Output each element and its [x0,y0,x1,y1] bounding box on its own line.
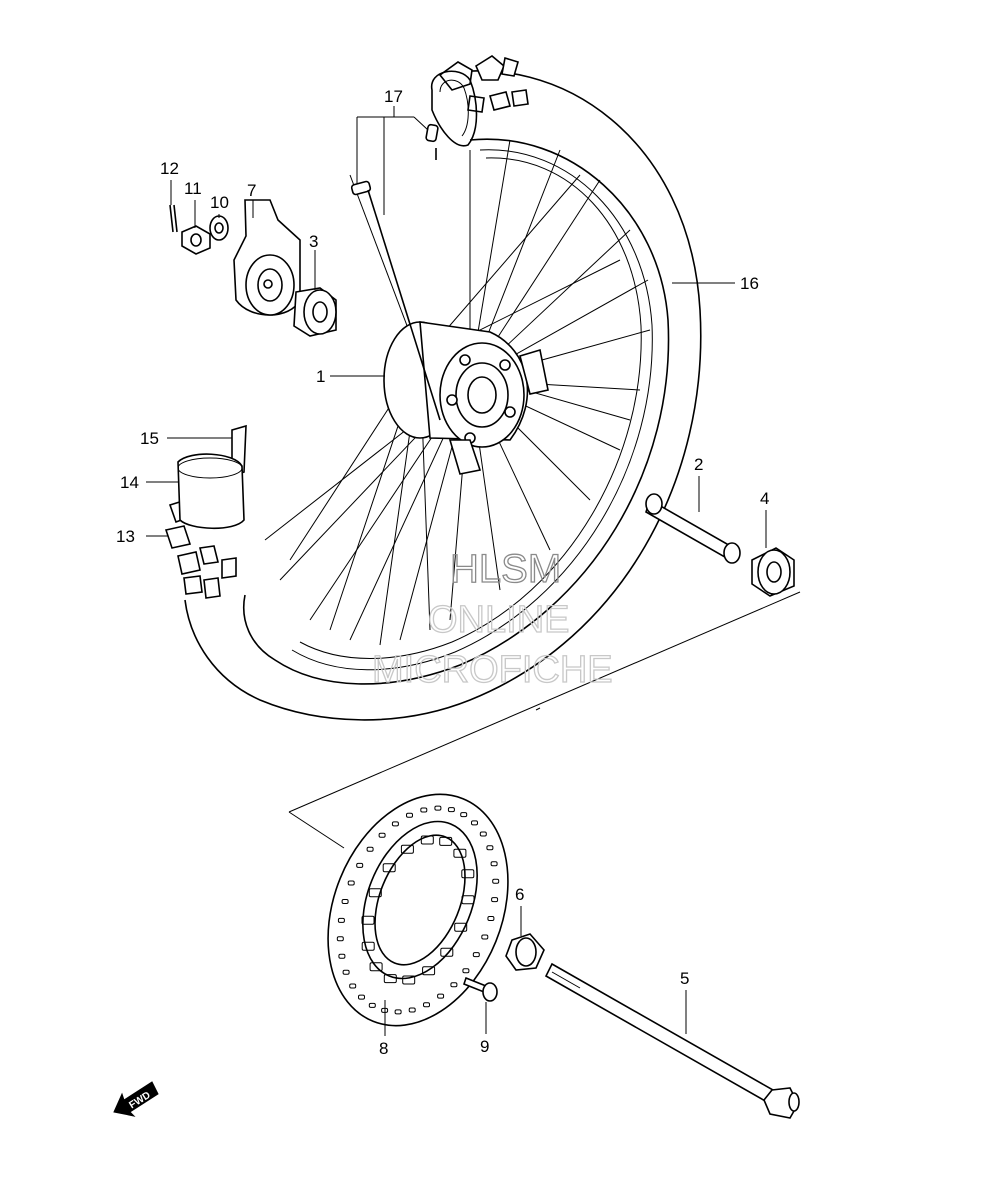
disc-hole [382,863,396,873]
disc-hole [439,836,453,846]
callout-15: 15 [140,429,159,448]
disc-hole [454,922,468,932]
callout-7: 7 [247,181,256,200]
callout-8: 8 [379,1039,388,1058]
disc-hole [490,861,498,867]
disc-hole [420,807,428,813]
callout-5: 5 [680,969,689,988]
spoke-nipples [350,123,441,421]
callout-10: 10 [210,193,229,212]
disc-hole [368,888,382,898]
disc-hole [479,831,487,837]
disc-hole [453,848,467,858]
disc-hole [460,812,468,818]
callout-3: 3 [309,232,318,251]
disc-hole [447,807,455,813]
fwd-arrow-icon: FWD [113,1081,159,1117]
disc-hole [349,983,357,989]
disc-hole [342,969,350,975]
rim-lock [177,424,247,530]
disc-hole [394,1009,402,1015]
washer-10 [209,215,229,241]
disc-hole [422,966,436,976]
leader-lines [146,106,767,1036]
disc-hole [378,832,386,838]
hub [383,321,549,475]
nut-11 [181,225,211,255]
disc-hole [486,845,494,851]
callout-12: 12 [160,159,179,178]
callout-13: 13 [116,527,135,546]
cotter-pin-12 [169,204,178,233]
disc-hole [423,1002,430,1008]
disc-hole [337,917,345,923]
callout-11: 11 [184,179,202,198]
disc-hole [440,947,454,957]
disc-hole [356,862,364,868]
watermark-line-2: ONLINE [428,599,569,641]
disc-hole [450,982,458,988]
disc-hole [491,897,499,903]
disc-hole [471,820,478,826]
disc-hole [358,994,365,1000]
bearing-4 [751,547,795,597]
disc-hole [434,805,442,811]
disc-hole [402,975,416,985]
watermark: HLSM ONLINE MICROFICHE [371,546,613,691]
callout-16: 16 [740,274,759,293]
brake-disc [327,793,509,1027]
assembly-plane [288,591,801,849]
disc-hole [341,899,349,904]
disc-hole [368,1002,376,1008]
bearing-3 [293,287,337,337]
axle [544,962,800,1119]
watermark-line-3: MICROFICHE [372,649,613,691]
disc-hole [487,916,495,921]
speedometer-gearbox [233,199,301,316]
disc-hole [366,846,374,852]
disc-bolt [463,976,498,1002]
callout-2: 2 [694,455,703,474]
disc-hole [400,844,414,854]
disc-hole [347,880,355,886]
disc-hole [391,821,399,827]
collar-6 [505,933,545,971]
callout-17: 17 [384,87,403,106]
disc-hole [361,915,375,925]
disc-hole [481,934,489,940]
disc-hole [406,812,413,818]
callout-1: 1 [316,367,325,386]
disc-hole [461,869,475,879]
callout-4: 4 [760,489,769,508]
disc-hole [462,968,470,974]
callout-labels: 1 2 3 4 5 6 7 8 9 10 11 12 13 14 15 16 1… [116,87,769,1058]
callout-9: 9 [480,1037,489,1056]
disc-hole [437,993,445,999]
watermark-line-1: HLSM [450,547,561,591]
disc-hole [472,952,480,958]
disc-hole [336,936,344,942]
disc-hole [361,941,375,951]
callout-14: 14 [120,473,139,492]
disc-hole [383,974,397,984]
callout-6: 6 [515,885,524,904]
disc-hole [461,895,475,905]
disc-hole [408,1007,416,1013]
spacer-2 [645,493,741,564]
disc-hole [338,953,346,959]
disc-hole [420,835,434,845]
disc-hole [492,878,500,884]
disc-hole [369,962,383,972]
